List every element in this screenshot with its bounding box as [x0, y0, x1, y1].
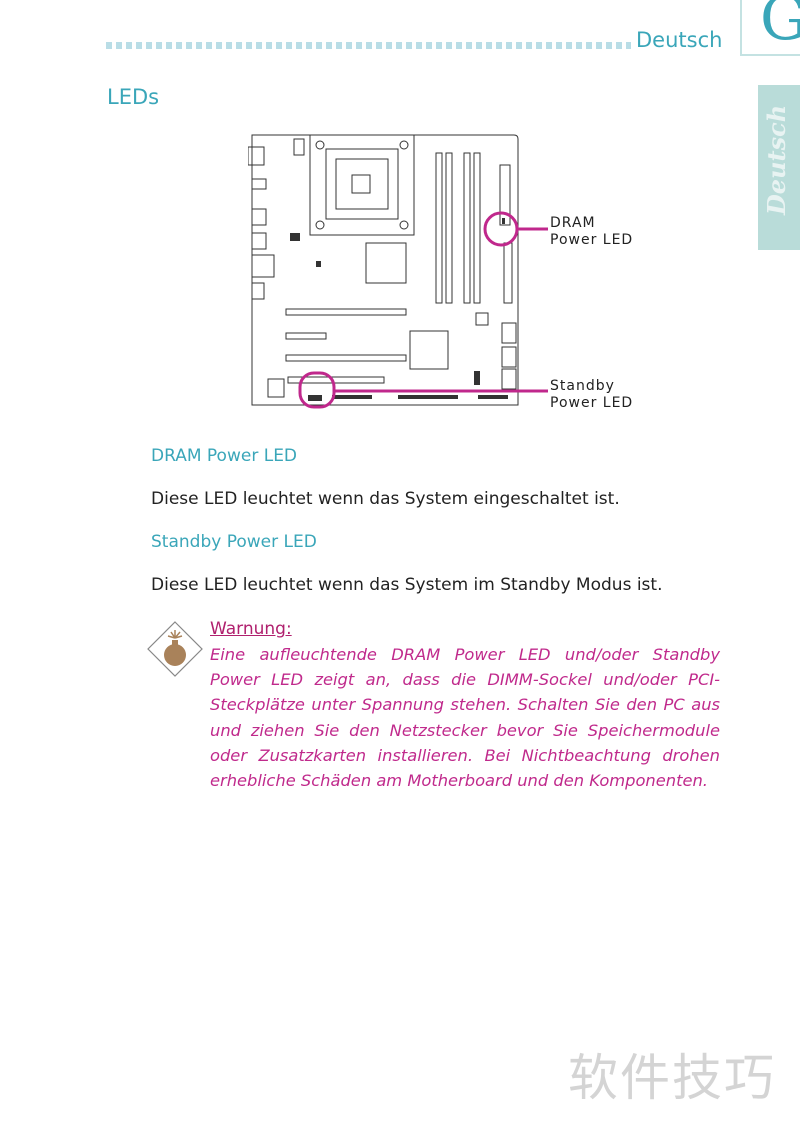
header-language: Deutsch	[636, 28, 723, 52]
dimm-slot	[463, 152, 471, 304]
atx-power-connector	[499, 164, 511, 226]
watermark: 软件技巧	[568, 1049, 776, 1107]
pcie-slot	[285, 308, 407, 316]
callout-line: Standby	[550, 378, 615, 394]
chipset	[365, 242, 407, 284]
standby-led-heading: Standby Power LED	[151, 532, 317, 552]
standby-led-description: Diese LED leuchtet wenn das System im St…	[151, 575, 663, 595]
dram-led-description: Diese LED leuchtet wenn das System einge…	[151, 489, 620, 509]
callout-line: DRAM	[550, 215, 596, 231]
chapter-letter: G	[760, 0, 800, 54]
standby-led-callout: Standby Power LED	[550, 378, 633, 412]
bomb-warning-icon	[147, 621, 203, 677]
warning-title: Warnung:	[210, 619, 292, 639]
section-title: LEDs	[107, 85, 160, 109]
cpu-socket	[309, 134, 415, 236]
dimm-slot	[445, 152, 453, 304]
pcie-slot	[285, 354, 407, 362]
dram-led-highlight	[483, 211, 519, 247]
standby-led-highlight	[298, 371, 336, 409]
side-tab-label: Deutsch	[762, 104, 791, 215]
pcie-slot	[285, 332, 327, 340]
warning-text: Eine aufleuchtende DRAM Power LED und/od…	[210, 645, 720, 791]
board-outline	[251, 134, 519, 406]
southbridge	[409, 330, 449, 370]
header-dotted-rule	[106, 42, 631, 49]
callout-line: Power LED	[550, 395, 634, 411]
side-language-tab: Deutsch	[758, 85, 800, 250]
dimm-slot	[473, 152, 481, 304]
callout-line: Power LED	[550, 232, 634, 248]
pci-slot	[287, 376, 385, 384]
dram-led-callout: DRAM Power LED	[550, 215, 633, 249]
dram-led-heading: DRAM Power LED	[151, 446, 298, 466]
motherboard-diagram	[248, 134, 548, 409]
chapter-tab: G	[740, 0, 800, 56]
dimm-slot	[435, 152, 443, 304]
